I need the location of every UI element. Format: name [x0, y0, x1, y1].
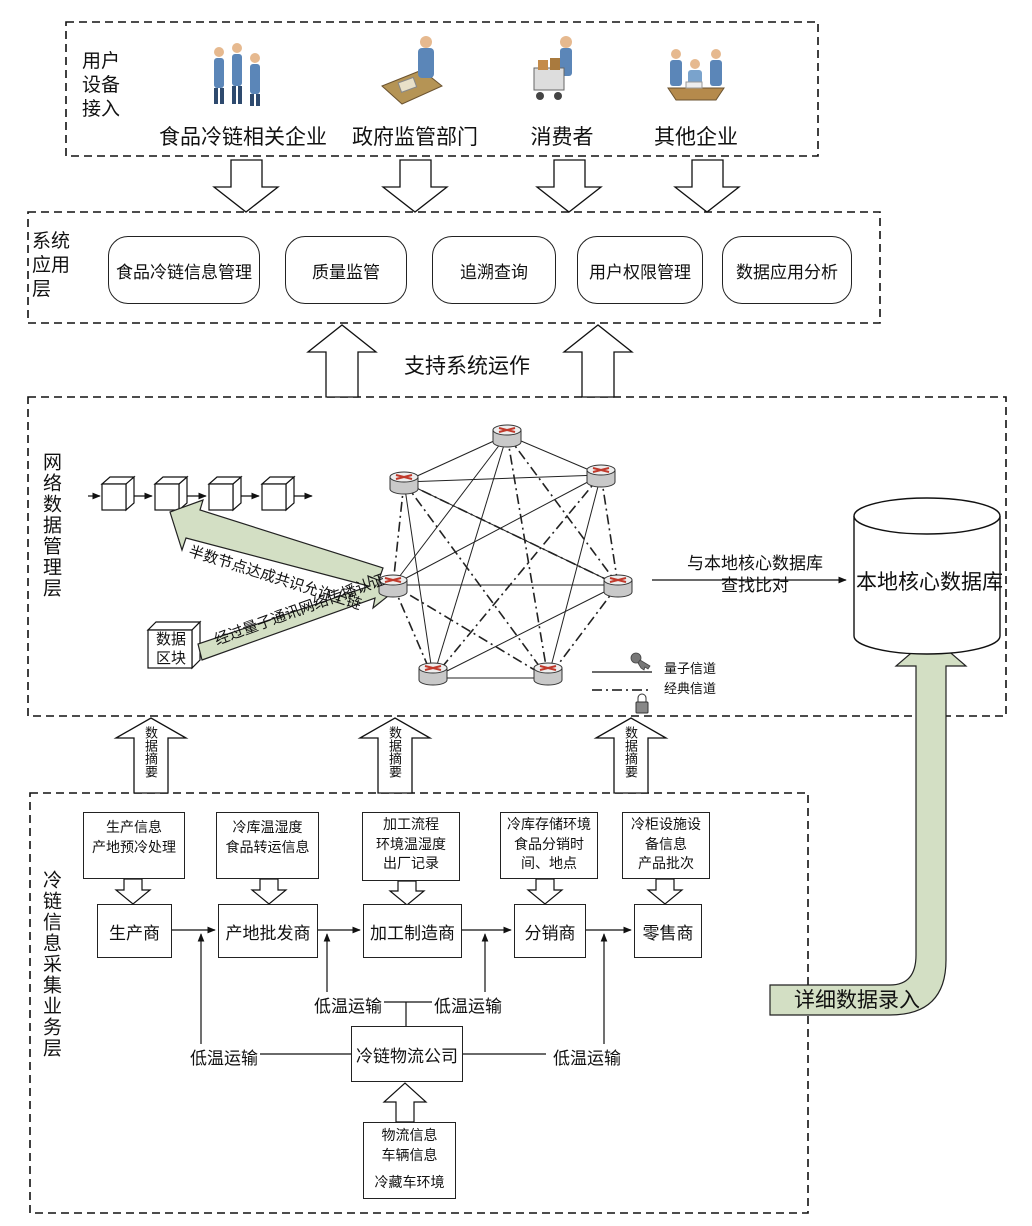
government-officer-icon	[381, 36, 443, 105]
module-permission-management[interactable]: 用户权限管理	[577, 236, 703, 304]
node-producer[interactable]: 生产商	[97, 904, 172, 958]
support-label: 支持系统运作	[404, 354, 530, 378]
legend-lines	[592, 671, 652, 691]
note-wholesaler: 冷库温湿度 食品转运信息	[216, 812, 319, 879]
note-retailer: 冷柜设施设 备信息 产品批次	[622, 812, 710, 879]
node-logistics-company[interactable]: 冷链物流公司	[351, 1026, 463, 1082]
down-arrows	[212, 159, 741, 213]
user-label-other: 其他企业	[654, 125, 738, 149]
transport-label-left: 低温运输	[188, 1044, 260, 1069]
logistics-info-box: 物流信息 车辆信息 冷藏车环境	[363, 1122, 456, 1199]
network-layer-label: 网络数据管理层	[40, 452, 62, 599]
node-retailer[interactable]: 零售商	[634, 904, 702, 958]
node-manufacturer[interactable]: 加工制造商	[363, 904, 462, 958]
note-producer: 生产信息 产地预冷处理	[83, 812, 185, 879]
database-label: 本地核心数据库	[856, 570, 1003, 594]
database-cylinder	[853, 497, 1001, 655]
collect-layer-label: 冷链信息采集业务层	[40, 870, 62, 1059]
legend-classic-label: 经典信道	[664, 682, 717, 697]
support-arrows	[306, 324, 634, 398]
logistics-info-line-1: 物流信息	[381, 1128, 438, 1144]
key-icon	[630, 652, 651, 671]
logistics-info-line-3: 冷藏车环境	[374, 1175, 445, 1192]
summary-label-2: 数据摘要	[386, 726, 401, 778]
meeting-icon	[667, 49, 725, 101]
user-label-enterprise: 食品冷链相关企业	[159, 125, 327, 149]
data-block-cube	[146, 620, 202, 670]
node-distributor[interactable]: 分销商	[514, 904, 586, 958]
detail-entry-label: 详细数据录入	[794, 988, 920, 1012]
shopping-cart-icon	[533, 36, 572, 100]
legend-quantum-label: 量子信道	[664, 662, 717, 677]
consensus-arrow	[169, 499, 384, 589]
note-distributor: 冷库存储环境 食品分销时 间、地点	[500, 812, 598, 879]
module-data-analysis[interactable]: 数据应用分析	[722, 236, 852, 304]
compare-label: 与本地核心数据库查找比对	[687, 554, 823, 597]
system-layer-label: 系统应用层	[32, 230, 71, 300]
supply-chain-links	[170, 926, 632, 1055]
user-label-government: 政府监管部门	[352, 125, 478, 149]
module-quality-supervision[interactable]: 质量监管	[285, 236, 407, 304]
note-manufacturer: 加工流程 环境温湿度 出厂记录	[362, 812, 460, 881]
transport-label-center-left: 低温运输	[312, 992, 384, 1017]
network-layer-frame	[27, 396, 1007, 717]
blockchain-chain	[88, 475, 313, 512]
transport-label-right: 低温运输	[551, 1044, 623, 1069]
network-mesh	[392, 434, 619, 679]
summary-arrows	[113, 717, 669, 794]
detail-entry-arrow	[769, 635, 968, 1016]
logistics-info-line-2: 车辆信息	[381, 1147, 438, 1164]
user-layer-label: 用户设备接入	[82, 50, 121, 120]
node-wholesaler[interactable]: 产地批发商	[218, 904, 318, 958]
transport-label-center-right: 低温运输	[432, 992, 504, 1017]
note-down-arrows	[114, 878, 684, 1123]
summary-label-1: 数据摘要	[142, 726, 157, 778]
lock-icon	[635, 693, 649, 714]
module-info-management[interactable]: 食品冷链信息管理	[108, 236, 260, 304]
summary-label-3: 数据摘要	[622, 726, 637, 778]
data-block-label: 数据区块	[155, 630, 186, 667]
business-people-icon	[214, 43, 260, 106]
user-label-consumer: 消费者	[530, 125, 594, 149]
user-layer-frame	[65, 21, 819, 157]
router-nodes	[378, 424, 633, 686]
module-trace-query[interactable]: 追溯查询	[432, 236, 556, 304]
